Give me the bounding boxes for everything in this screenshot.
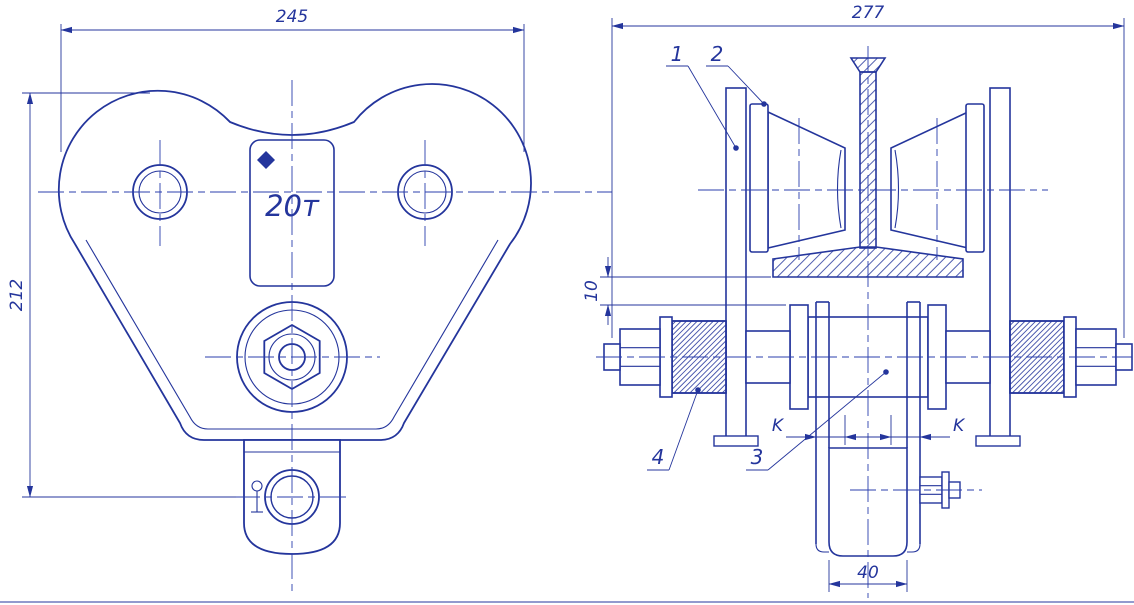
callout-2-label: 2 — [711, 42, 724, 66]
front-centerlines — [38, 80, 612, 596]
side-centerlines — [596, 46, 1132, 598]
dimension-212: 212 — [7, 92, 236, 498]
dim-k-right-value: K — [953, 416, 966, 436]
dim-10-value: 10 — [582, 280, 602, 302]
callout-1-label: 1 — [671, 42, 684, 66]
dim-277-value: 277 — [852, 3, 885, 23]
dim-212-value: 212 — [7, 279, 27, 311]
dimension-k-right: K — [862, 415, 966, 445]
side-wheel-left — [749, 103, 846, 253]
callout-3-label: 3 — [751, 445, 764, 469]
i-beam-section — [772, 57, 964, 278]
side-plate-left — [713, 87, 759, 447]
brand-diamond-icon — [257, 151, 275, 169]
side-plate-right — [975, 87, 1021, 447]
dimension-277: 277 — [611, 3, 1125, 338]
dim-k-left-value: K — [772, 416, 785, 436]
dimension-245: 245 — [60, 7, 525, 152]
callout-4: 4 — [647, 387, 701, 471]
front-view: 20т — [7, 7, 612, 596]
callout-1: 1 — [666, 42, 739, 151]
dim-245-value: 245 — [276, 7, 308, 27]
side-wheel-right — [890, 103, 985, 253]
dimension-10: 10 — [582, 257, 786, 325]
callout-3: 3 — [746, 369, 889, 471]
cotter-pin — [251, 480, 263, 513]
side-view: 277 10 40 K — [582, 3, 1133, 598]
capacity-label: 20т — [265, 189, 320, 223]
dimension-k-left: K — [772, 415, 874, 445]
callout-4-label: 4 — [652, 445, 665, 469]
dim-40-value: 40 — [857, 563, 879, 583]
callout-2: 2 — [706, 42, 767, 107]
dimension-40: 40 — [828, 560, 908, 592]
